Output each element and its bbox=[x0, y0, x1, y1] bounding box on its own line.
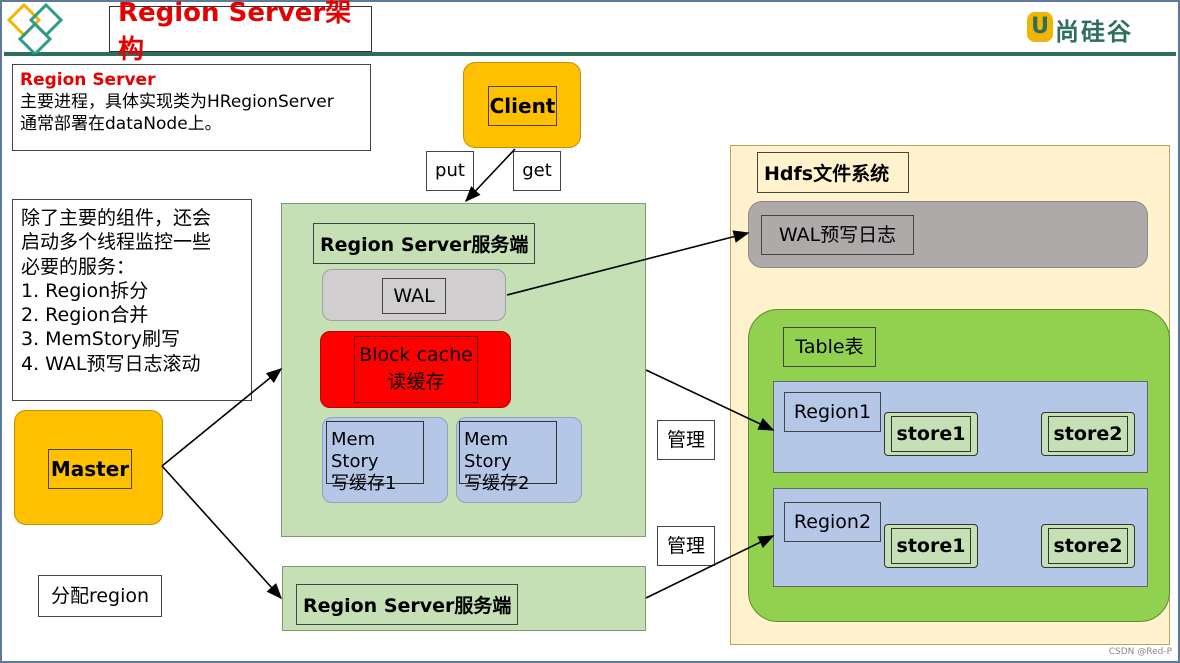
client-node: Client bbox=[463, 62, 581, 148]
memstore-1-line2: 写缓存1 bbox=[331, 473, 397, 494]
block-cache-line2: 读缓存 bbox=[387, 371, 445, 393]
manage-label-2: 管理 bbox=[657, 526, 715, 566]
region-1-label: Region1 bbox=[784, 392, 881, 432]
thread-item: 1. Region拆分 bbox=[21, 279, 149, 302]
manage-label-1: 管理 bbox=[657, 420, 715, 460]
threads-intro-2: 启动多个线程监控一些 bbox=[21, 231, 212, 254]
master-label: Master bbox=[48, 449, 132, 489]
region-server-heading: Region Server bbox=[20, 70, 156, 90]
logo-icon: U bbox=[1027, 12, 1053, 42]
put-label: put bbox=[426, 151, 474, 191]
memstore-1: Mem Story 写缓存1 bbox=[322, 417, 448, 503]
client-label: Client bbox=[488, 86, 557, 126]
logo-text: 尚硅谷 bbox=[1055, 18, 1133, 46]
region-server-main-title: Region Server服务端 bbox=[313, 223, 535, 264]
block-cache-label: Block cache 读缓存 bbox=[354, 336, 478, 403]
block-cache: Block cache 读缓存 bbox=[320, 331, 511, 408]
wal-block: WAL bbox=[322, 269, 506, 321]
block-cache-line1: Block cache bbox=[359, 344, 473, 366]
region-server-info: Region Server 主要进程，具体实现类为HRegionServer 通… bbox=[12, 64, 371, 151]
store-label: store1 bbox=[890, 416, 972, 452]
client-to-rs-arrow bbox=[464, 148, 516, 203]
region-server-line2: 通常部署在dataNode上。 bbox=[20, 114, 222, 134]
master-to-rs-arrow bbox=[161, 367, 283, 467]
master-to-rs2-arrow bbox=[161, 465, 283, 600]
memstore-1-line1: Mem Story bbox=[331, 429, 379, 472]
region-2-label: Region2 bbox=[784, 502, 881, 542]
get-label: get bbox=[513, 151, 561, 191]
memstore-1-label: Mem Story 写缓存1 bbox=[326, 421, 424, 494]
region-server-second-title: Region Server服务端 bbox=[296, 584, 518, 625]
header-divider bbox=[4, 52, 1176, 56]
table-label: Table表 bbox=[783, 327, 876, 367]
region-2-store-1: store1 bbox=[884, 524, 978, 568]
store-label: store1 bbox=[890, 528, 972, 564]
rs2-to-region2-arrow bbox=[645, 535, 775, 599]
thread-item: 3. MemStory刷写 bbox=[21, 328, 180, 351]
thread-item: 2. Region合并 bbox=[21, 304, 149, 327]
threads-intro-3: 必要的服务： bbox=[21, 255, 136, 278]
wal-to-hdfs-arrow bbox=[506, 230, 750, 296]
thread-item: 4. WAL预写日志滚动 bbox=[21, 352, 201, 375]
threads-note: 除了主要的组件，还会 启动多个线程监控一些 必要的服务： 1. Region拆分… bbox=[12, 199, 252, 401]
wal-label: WAL bbox=[382, 278, 446, 314]
region-2-store-2: store2 bbox=[1041, 524, 1135, 568]
hdfs-title: Hdfs文件系统 bbox=[757, 152, 909, 193]
store-label: store2 bbox=[1047, 528, 1129, 564]
hdfs-wal-label: WAL预写日志 bbox=[761, 215, 914, 255]
watermark: CSDN @Red-P bbox=[1108, 647, 1172, 657]
memstore-2-label: Mem Story 写缓存2 bbox=[459, 421, 557, 494]
memstore-2-line1: Mem Story bbox=[464, 429, 512, 472]
assign-region-label: 分配region bbox=[38, 575, 162, 617]
region-server-second bbox=[282, 566, 646, 631]
rs-to-region1-arrow bbox=[645, 369, 775, 431]
memstore-2-line2: 写缓存2 bbox=[464, 473, 530, 494]
corner-diamond-icon bbox=[6, 2, 64, 54]
memstore-2: Mem Story 写缓存2 bbox=[456, 417, 582, 503]
region-1-store-1: store1 bbox=[884, 412, 978, 456]
region-server-line1: 主要进程，具体实现类为HRegionServer bbox=[20, 92, 334, 112]
store-label: store2 bbox=[1047, 416, 1129, 452]
region-1-store-2: store2 bbox=[1041, 412, 1135, 456]
master-node: Master bbox=[14, 410, 163, 525]
threads-intro-1: 除了主要的组件，还会 bbox=[21, 207, 212, 229]
